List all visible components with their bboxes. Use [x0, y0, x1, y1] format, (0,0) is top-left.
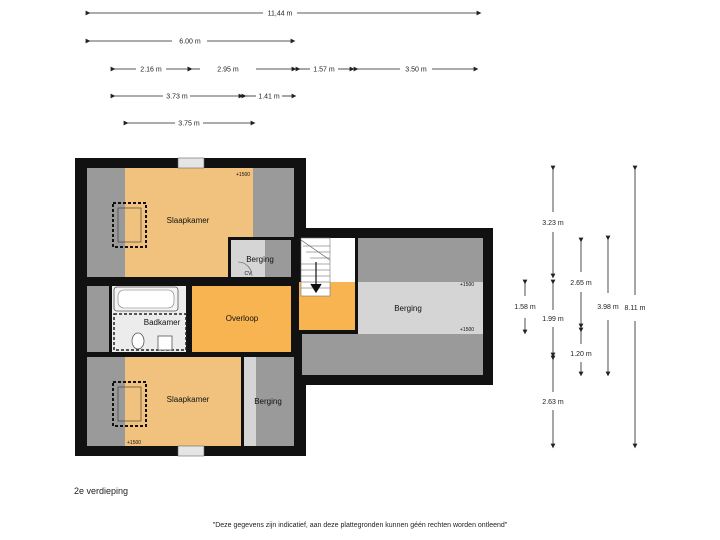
- wall-berging-small-top: [228, 237, 294, 240]
- window-bottom: [177, 445, 205, 457]
- floor-label: 2e verdieping: [74, 486, 129, 496]
- label-berging-bottom: Berging: [254, 397, 282, 406]
- toilet-icon: [131, 332, 145, 350]
- wall-bath-overloop: [186, 286, 192, 352]
- dim-157: 1.57 m: [313, 67, 335, 74]
- wall-bath-left: [109, 286, 112, 352]
- horizontal-dimensions: [85, 10, 482, 126]
- berging-bottom: [256, 357, 294, 446]
- sink-icon: [157, 335, 173, 351]
- dim-width-6: 6.00 m: [179, 39, 201, 46]
- wall-overloop-right: [291, 286, 299, 352]
- slope-right-top: [358, 238, 483, 282]
- slope-top-right: [253, 168, 294, 238]
- label-berging-small: Berging: [246, 255, 274, 264]
- dim-295: 2.95 m: [217, 67, 239, 74]
- label-overloop: Overloop: [226, 314, 259, 323]
- hatch-bottom-inner-icon: [117, 386, 142, 422]
- vertical-dimensions: [522, 165, 638, 449]
- level-marks: +1500 +1500 +1500 +1500: [127, 172, 474, 446]
- slope-bath-left: [87, 286, 109, 352]
- dim-v-323: 3.23 m: [542, 220, 564, 227]
- vertical-dimension-labels: 3.23 m 1.99 m 2.63 m 2.65 m 1.20 m 3.98 …: [514, 220, 645, 406]
- hatch-top-icon: [112, 202, 147, 248]
- dim-141: 1.41 m: [258, 94, 280, 101]
- dim-v-263: 2.63 m: [542, 399, 564, 406]
- horizontal-dimension-labels: 11,44 m 6.00 m 2.16 m 2.95 m 1.57 m 3.50…: [140, 11, 427, 128]
- level-mark-right-top: +1500: [460, 282, 474, 288]
- wall-top-bath: [87, 277, 292, 286]
- dim-216: 2.16 m: [140, 67, 162, 74]
- dim-v-811: 8.11 m: [625, 305, 646, 312]
- dim-v-199: 1.99 m: [542, 316, 564, 323]
- stair-arrow-icon: [310, 262, 322, 294]
- rooms: [87, 168, 483, 446]
- label-slaapkamer-top: Slaapkamer: [167, 216, 210, 225]
- slope-top-left: [87, 168, 125, 277]
- dim-v-158: 1.58 m: [514, 304, 536, 311]
- hatch-top-inner-icon: [117, 207, 142, 243]
- wall-berging-small-left: [228, 238, 231, 277]
- slope-right-top-left: [330, 238, 356, 282]
- slope-berging-small: [265, 240, 291, 277]
- dim-375: 3.75 m: [178, 121, 200, 128]
- overloop: [192, 286, 291, 352]
- dim-total-width: 11,44 m: [268, 11, 293, 18]
- fixtures: [112, 157, 331, 457]
- label-badkamer: Badkamer: [144, 318, 181, 327]
- door-swing-berging: [237, 261, 253, 277]
- dim-373: 3.73 m: [166, 94, 188, 101]
- bathtub-inner-icon: [117, 289, 175, 309]
- berging-bottom-light: [244, 357, 256, 446]
- wall-bottom-divider: [241, 357, 244, 446]
- label-berging-right: Berging: [394, 304, 422, 313]
- slope-right-bottom: [302, 334, 483, 375]
- level-mark-right-bottom: +1500: [460, 327, 474, 333]
- dim-v-265: 2.65 m: [570, 280, 592, 287]
- dim-350: 3.50 m: [405, 67, 427, 74]
- slope-bottom-left: [87, 357, 125, 446]
- interior-walls: [87, 237, 358, 446]
- window-top: [177, 157, 205, 169]
- level-mark-bottom: +1500: [127, 440, 141, 446]
- hatch-bottom-icon: [112, 381, 147, 427]
- dim-v-398: 3.98 m: [597, 304, 619, 311]
- berging-right: [358, 282, 483, 334]
- slaapkamer-bottom: [125, 357, 242, 446]
- level-mark-top: +1500: [236, 172, 250, 178]
- wall-bath-bottom: [87, 352, 294, 357]
- dim-v-120: 1.20 m: [570, 351, 592, 358]
- wall-stair-right: [355, 238, 358, 334]
- shower-frame-icon: [113, 313, 187, 351]
- disclaimer: "Deze gegevens zijn indicatief, aan deze…: [212, 522, 508, 529]
- room-labels: Slaapkamer Berging CV Badkamer Overloop …: [144, 216, 422, 406]
- label-slaapkamer-bottom: Slaapkamer: [167, 395, 210, 404]
- label-cv: CV: [245, 271, 253, 277]
